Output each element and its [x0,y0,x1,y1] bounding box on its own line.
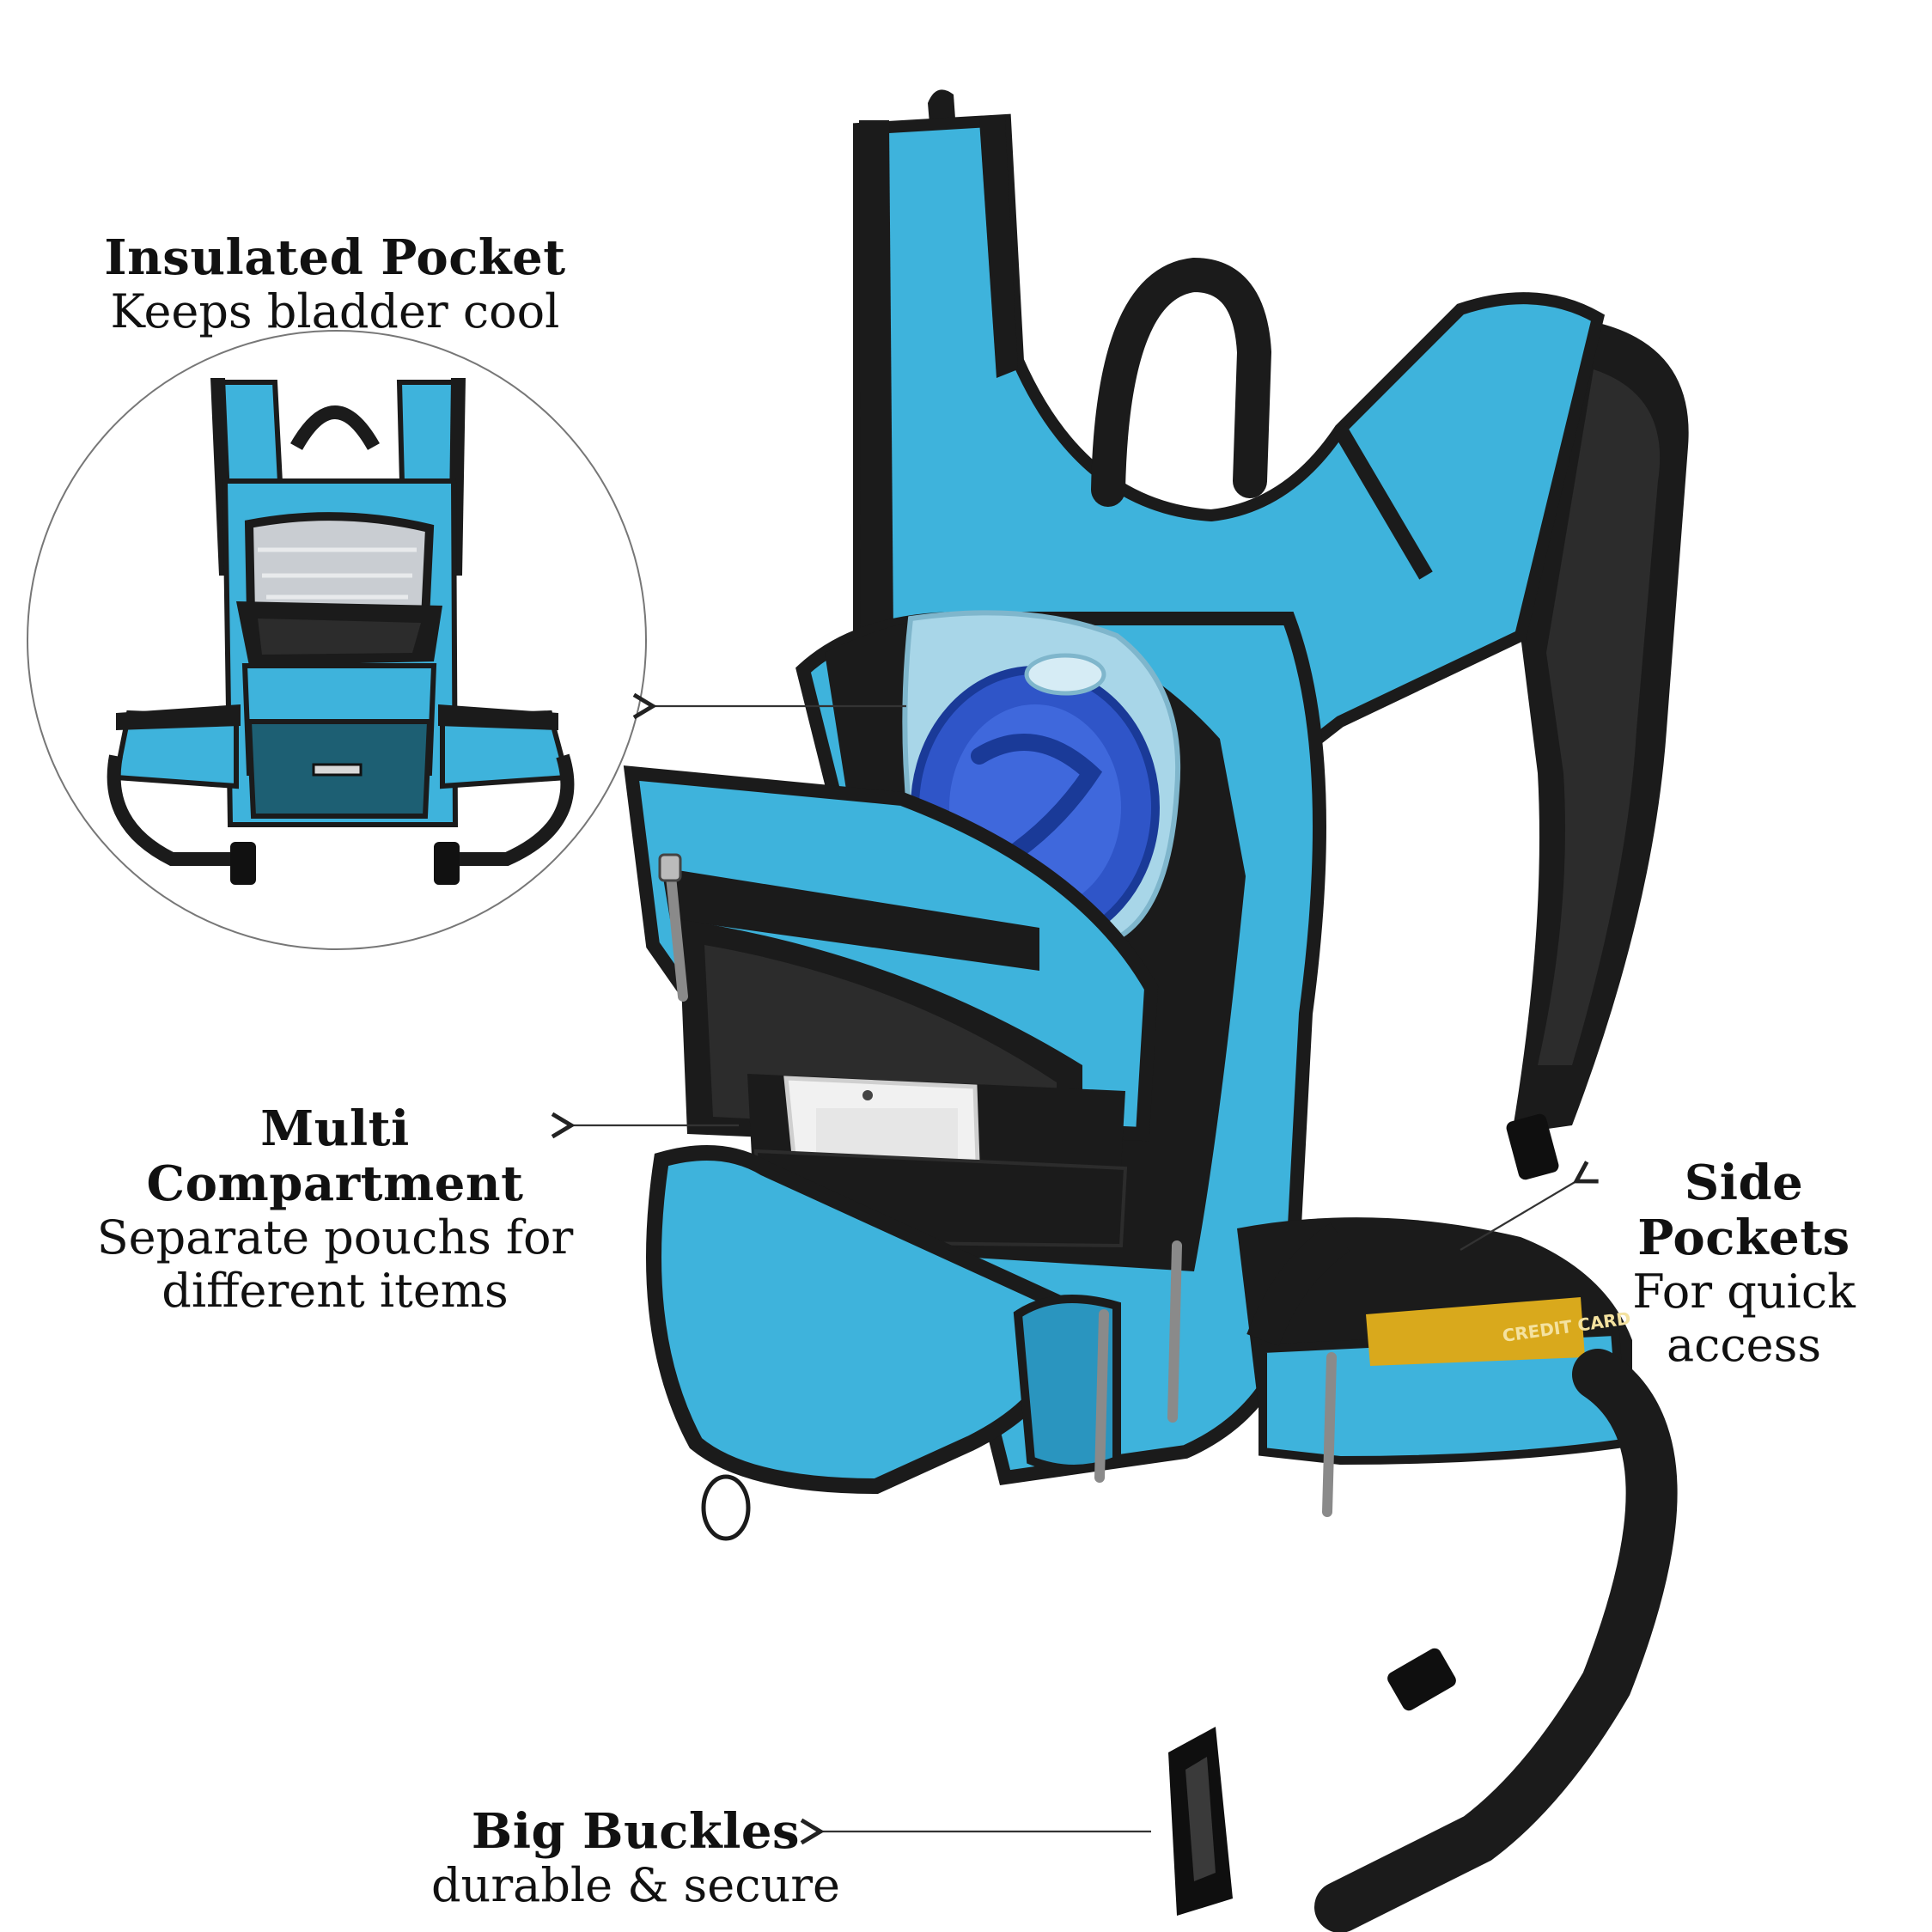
callout-arrows [571,706,1576,1831]
multi-desc-line1: Separate pouchs for [96,1210,574,1265]
buckles-title: Big Buckles [471,1803,801,1860]
multi-title: Multi Compartment [146,1100,524,1212]
callout-multi-compartment: Multi Compartment Separate pouchs for di… [69,1101,601,1318]
callout-side-pockets: Side Pockets For quick access [1581,1155,1907,1372]
buckles-desc: durable & secure [430,1858,840,1912]
inset-backpack [107,378,575,885]
insulated-desc: Keeps bladder cool [110,284,560,338]
insulated-title: Insulated Pocket [104,229,566,286]
side-title: Side Pockets [1637,1155,1850,1266]
inset-circle [27,330,647,950]
multi-desc-line2: different items [162,1264,509,1318]
callout-big-buckles: Big Buckles durable & secure [395,1804,876,1912]
arrow-side [1460,1181,1576,1251]
big-buckle [1168,1727,1233,1916]
side-desc-line1: For quick [1632,1265,1856,1319]
lower-pocket [646,1145,1074,1495]
side-desc-line2: access [1666,1318,1822,1372]
main-backpack: CREDIT CARD [623,89,1689,1932]
callout-insulated-pocket: Insulated Pocket Keeps bladder cool [69,230,601,338]
hip-belt: CREDIT CARD [1168,1217,1678,1932]
